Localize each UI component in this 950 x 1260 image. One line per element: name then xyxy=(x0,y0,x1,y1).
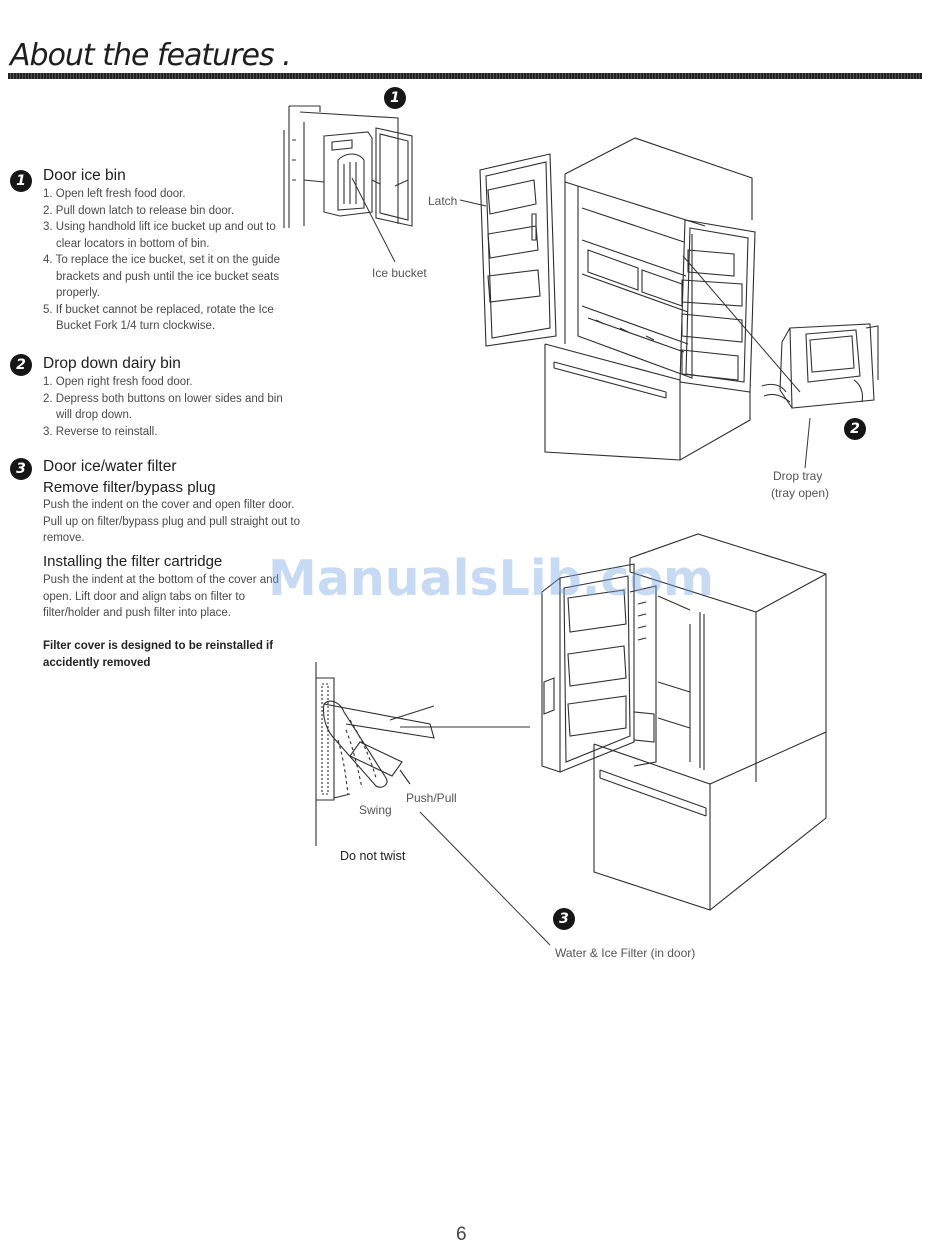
refrigerator-filter-door-illustration xyxy=(530,532,830,912)
ice-bucket-label: Ice bucket xyxy=(372,266,427,280)
step: 3. Reverse to reinstall. xyxy=(43,425,158,438)
filter-cover-note: Filter cover is designed to be reinstall… xyxy=(43,640,274,669)
filter-cover-illustration xyxy=(310,660,460,850)
subsection-title-remove-filter: Remove filter/bypass plug xyxy=(43,479,216,496)
door-ice-bin-illustration xyxy=(280,100,420,230)
figure-badge-1: 1 xyxy=(384,87,406,109)
latch-label: Latch xyxy=(428,194,458,208)
figure-badge-3: 3 xyxy=(553,908,575,930)
step: 2. Pull down latch to release bin door. xyxy=(43,204,235,217)
page-title: About the features . xyxy=(10,38,292,73)
figure-badge-2: 2 xyxy=(844,418,866,440)
swing-label: Swing xyxy=(359,803,392,817)
step: 1. Open right fresh food door. xyxy=(43,376,193,388)
subsection-title-install-filter: Installing the filter cartridge xyxy=(43,553,223,570)
remove-filter-text: Push the indent on the cover and open fi… xyxy=(43,499,300,544)
step: 2. Depress both buttons on lower sides a… xyxy=(43,392,283,422)
section-badge-1: 1 xyxy=(10,170,32,192)
section-title-door-ice-bin: Door ice bin xyxy=(43,167,126,184)
section-badge-3: 3 xyxy=(10,458,32,480)
section-badge-2: 2 xyxy=(10,354,32,376)
door-ice-bin-steps: 1. Open left fresh food door. 2. Pull do… xyxy=(43,186,298,335)
water-ice-filter-label: Water & Ice Filter (in door) xyxy=(555,946,696,960)
step: 1. Open left fresh food door. xyxy=(43,188,186,200)
step: 3. Using handhold lift ice bucket up and… xyxy=(43,221,276,250)
dairy-bin-steps: 1. Open right fresh food door. 2. Depres… xyxy=(43,374,298,440)
refrigerator-open-doors-illustration xyxy=(470,130,760,460)
do-not-twist-label: Do not twist xyxy=(340,849,406,863)
title-rule xyxy=(8,73,922,79)
install-filter-text: Push the indent at the bottom of the cov… xyxy=(43,574,279,619)
section-title-dairy-bin: Drop down dairy bin xyxy=(43,355,181,372)
step: 5. If bucket cannot be replaced, rotate … xyxy=(43,303,274,333)
drop-tray-label: Drop tray xyxy=(773,469,823,483)
push-pull-label: Push/Pull xyxy=(406,791,457,805)
tray-open-label: (tray open) xyxy=(771,486,830,500)
section-title-ice-water-filter: Door ice/water filter xyxy=(43,458,177,475)
step: 4. To replace the ice bucket, set it on … xyxy=(43,254,280,299)
page-number: 6 xyxy=(456,1224,467,1245)
